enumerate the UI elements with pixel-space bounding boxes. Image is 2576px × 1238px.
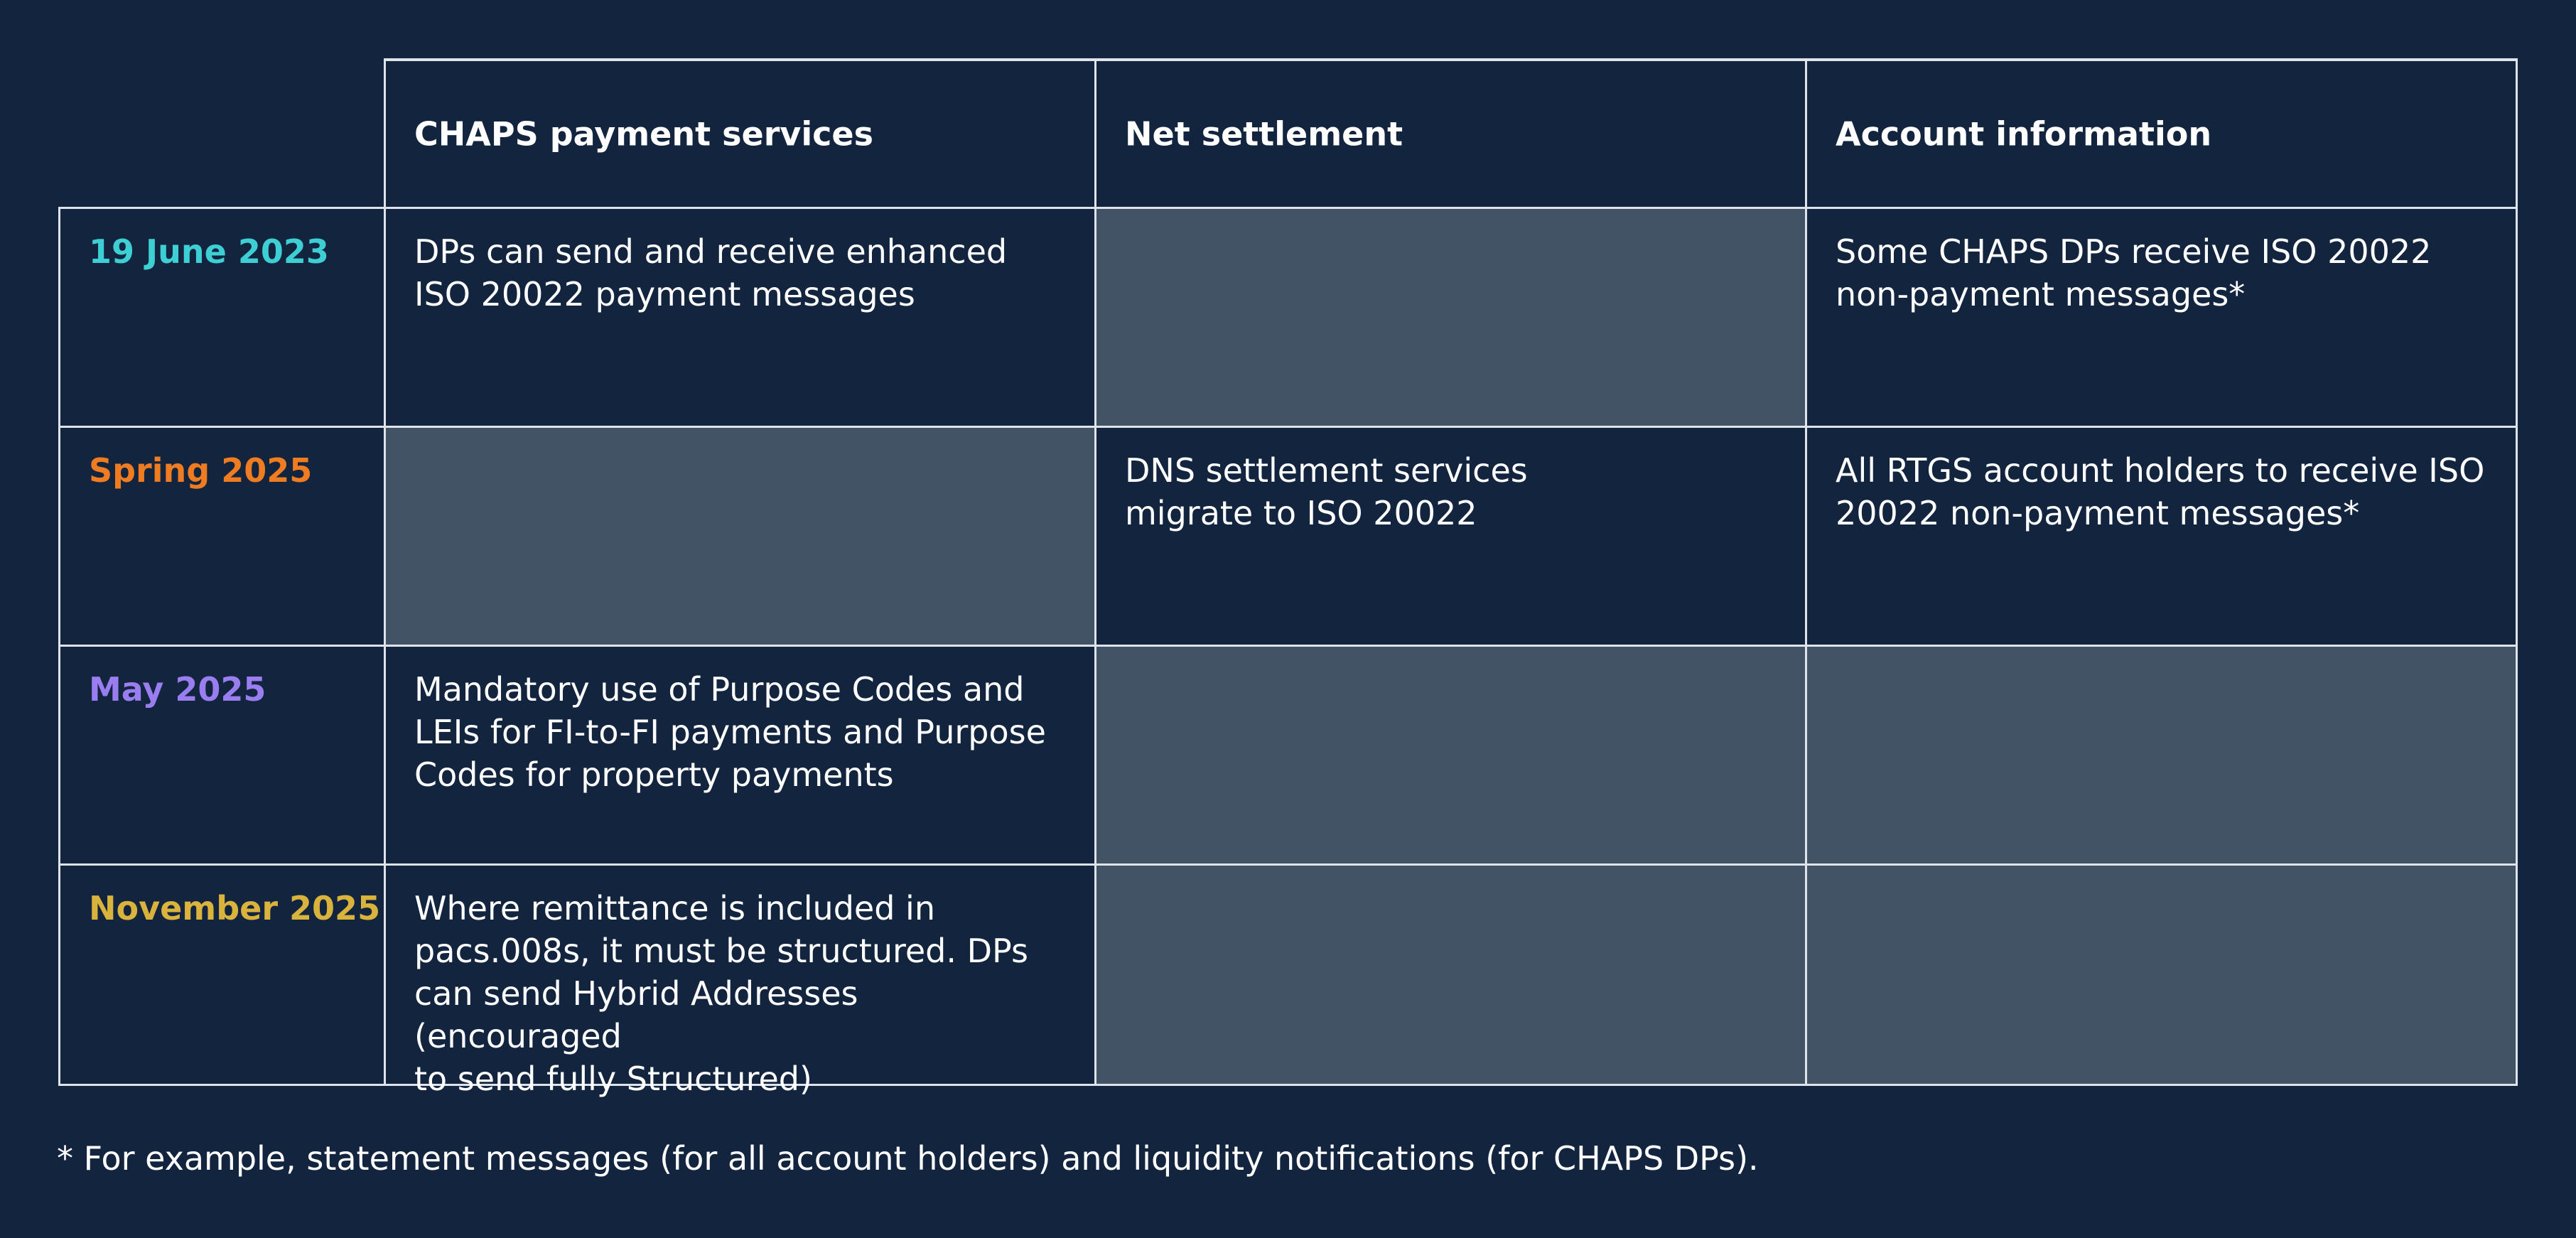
row-date-cell: November 2025 <box>58 863 386 1086</box>
row-chaps-cell-empty <box>384 426 1096 647</box>
row-date-cell: 19 June 2023 <box>58 207 386 428</box>
header-label: Account information <box>1836 114 2212 153</box>
header-account-information: Account information <box>1805 58 2518 209</box>
header-chaps-payment-services: CHAPS payment services <box>384 58 1096 209</box>
row-net-settlement-text: DNS settlement services migrate to ISO 2… <box>1125 451 1528 532</box>
row-chaps-cell: Where remittance is included in pacs.008… <box>384 863 1096 1098</box>
row-date: November 2025 <box>89 889 381 927</box>
row-account-info-text: All RTGS account holders to receive ISO … <box>1836 451 2485 532</box>
row-chaps-text: DPs can send and receive enhanced ISO 20… <box>414 232 1008 313</box>
row-net-settlement-cell-empty <box>1094 645 1807 866</box>
row-net-settlement-cell-empty <box>1094 207 1807 428</box>
row-chaps-cell: Mandatory use of Purpose Codes and LEIs … <box>384 645 1096 866</box>
row-chaps-text: Mandatory use of Purpose Codes and LEIs … <box>414 670 1046 794</box>
header-label: CHAPS payment services <box>414 114 873 153</box>
row-date-cell: May 2025 <box>58 645 386 866</box>
row-account-info-cell-empty <box>1805 645 2518 866</box>
row-chaps-text: Where remittance is included in pacs.008… <box>414 889 1028 1098</box>
header-net-settlement: Net settlement <box>1094 58 1807 209</box>
row-account-info-cell-empty <box>1805 863 2518 1086</box>
row-date: May 2025 <box>89 670 266 709</box>
header-label: Net settlement <box>1125 114 1403 153</box>
row-net-settlement-cell: DNS settlement services migrate to ISO 2… <box>1094 426 1807 647</box>
row-date: Spring 2025 <box>89 451 313 490</box>
row-chaps-cell: DPs can send and receive enhanced ISO 20… <box>384 207 1096 428</box>
row-date-cell: Spring 2025 <box>58 426 386 647</box>
row-account-info-cell: Some CHAPS DPs receive ISO 20022 non-pay… <box>1805 207 2518 428</box>
row-account-info-cell: All RTGS account holders to receive ISO … <box>1805 426 2518 647</box>
row-net-settlement-cell-empty <box>1094 863 1807 1086</box>
footnote: * For example, statement messages (for a… <box>57 1139 1759 1178</box>
row-account-info-text: Some CHAPS DPs receive ISO 20022 non-pay… <box>1836 232 2432 313</box>
row-date: 19 June 2023 <box>89 232 329 271</box>
